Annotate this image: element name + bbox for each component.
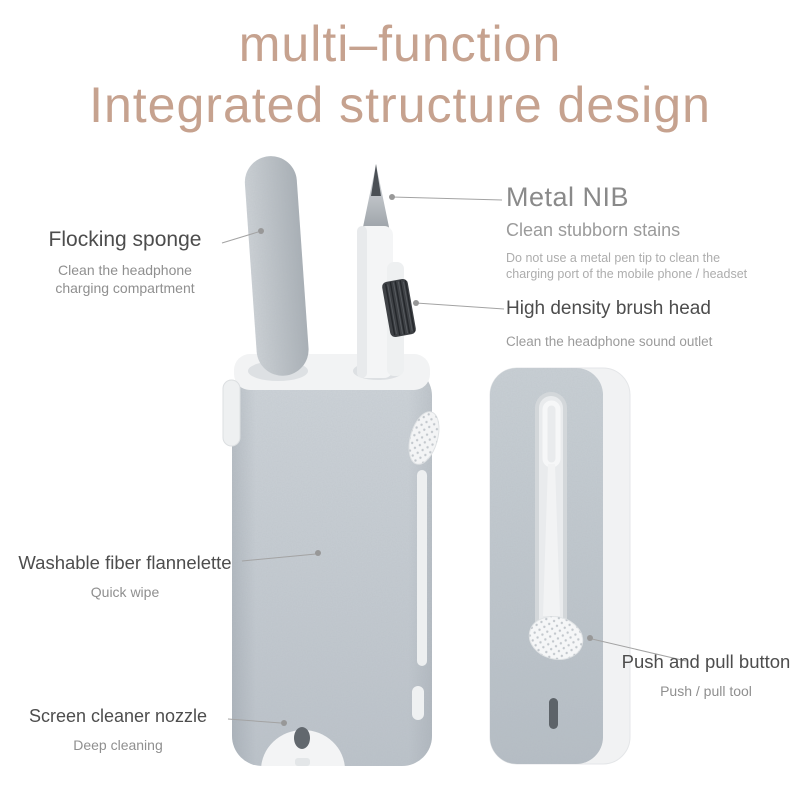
metal-nib-graphic	[362, 164, 390, 232]
callout-note: Do not use a metal pen tip to clean the …	[506, 251, 748, 281]
flocking-sponge-graphic	[244, 156, 309, 376]
callout-title: Screen cleaner nozzle	[28, 706, 208, 726]
leader-brush-head	[415, 302, 505, 310]
page-title: multi–function Integrated structure desi…	[0, 14, 800, 136]
callout-title: Flocking sponge	[48, 228, 202, 251]
callout-nozzle: Screen cleaner nozzle Deep cleaning	[12, 706, 224, 754]
front-device-graphic	[222, 156, 440, 766]
leader-metal-nib	[391, 196, 503, 201]
callout-desc: Quick wipe	[90, 584, 160, 600]
leader-push-button	[591, 638, 687, 662]
leader-nozzle	[227, 718, 282, 724]
callout-title: High density brush head	[506, 298, 711, 319]
callout-push-button: Push and pull button Push / pull tool	[612, 651, 800, 700]
title-line-1: multi–function	[238, 16, 562, 72]
callout-desc: Clean the headphone sound outlet	[506, 334, 713, 349]
brush-head-graphic	[382, 278, 416, 338]
front-oval-button-graphic	[408, 411, 440, 465]
callout-flannelette: Washable fiber flannelette Quick wipe	[6, 552, 244, 601]
callout-metal-nib: Metal NIB Clean stubborn stains Do not u…	[506, 182, 792, 282]
callout-title: Push and pull button	[621, 651, 791, 672]
leader-lines	[221, 196, 687, 724]
callout-flocking-sponge: Flocking sponge Clean the headphone char…	[18, 228, 232, 297]
callout-subtitle: Clean stubborn stains	[506, 220, 681, 240]
push-pull-button-graphic	[528, 616, 584, 660]
leader-dots	[258, 194, 593, 726]
leader-flannelette	[241, 553, 317, 562]
callout-title: Metal NIB	[506, 182, 630, 212]
side-device-graphic	[489, 367, 631, 765]
callout-desc: Clean the headphone charging compartment	[55, 262, 195, 296]
callout-desc: Deep cleaning	[73, 737, 163, 753]
callout-brush-head: High density brush head Clean the headph…	[506, 298, 798, 351]
cleaning-pen-graphic	[357, 164, 416, 378]
nozzle-graphic	[261, 730, 345, 766]
callout-title: Washable fiber flannelette	[18, 552, 232, 573]
callout-desc: Push / pull tool	[660, 683, 752, 699]
title-line-2: Integrated structure design	[89, 77, 711, 133]
leader-flocking-sponge	[221, 231, 259, 244]
